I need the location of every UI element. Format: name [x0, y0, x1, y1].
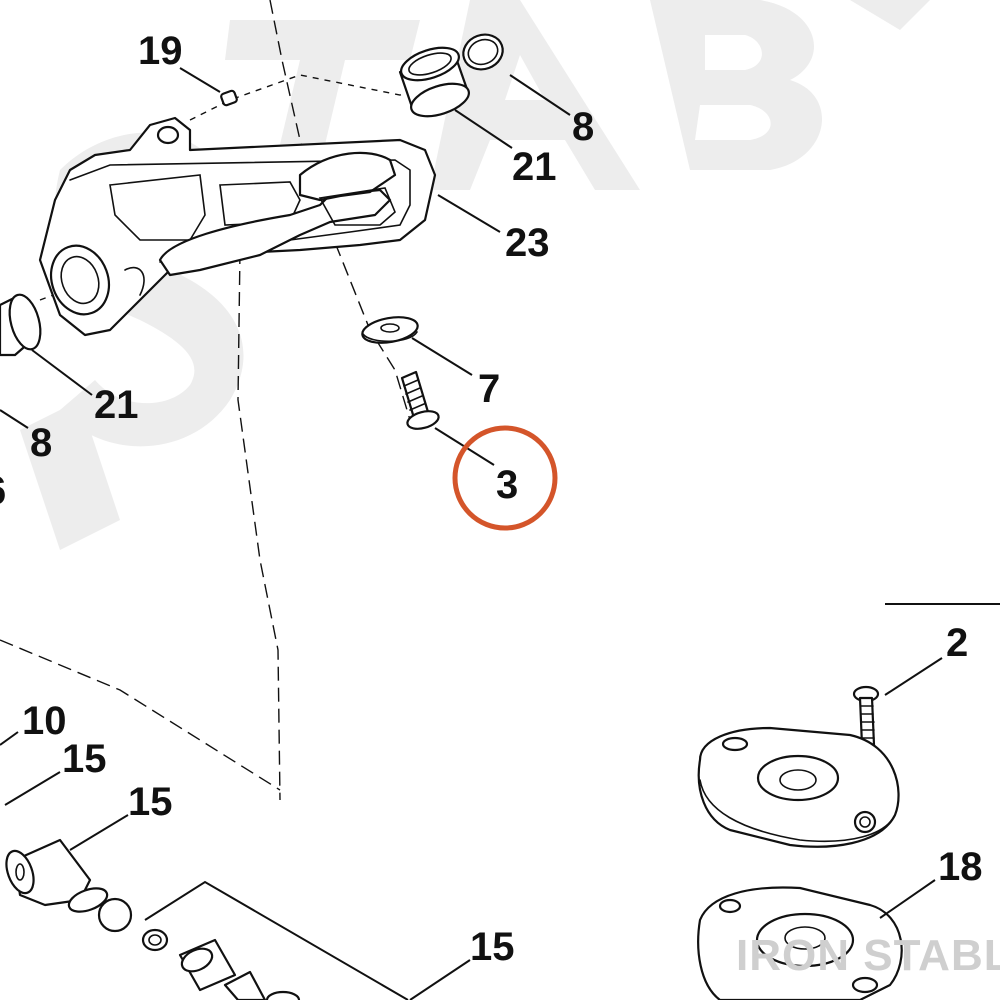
callout-2: 2: [946, 621, 968, 665]
reservoir-cover: [697, 726, 900, 848]
screw-part-3: [400, 370, 440, 430]
callout-8-left: 8: [30, 421, 52, 465]
callout-19: 19: [138, 29, 183, 73]
callout-15-c: 15: [470, 925, 515, 969]
callout-15-a: 15: [62, 737, 107, 781]
callout-7: 7: [478, 367, 500, 411]
leader-lines: [0, 67, 1000, 1000]
callout-labels: 19 8 21 23 7 3 21 8 6 10 15 15 15 2 18: [0, 29, 983, 969]
bushing-part-21-left: [0, 293, 42, 357]
gasket-part-18: [697, 886, 903, 1000]
callout-23: 23: [505, 221, 550, 265]
bushing-part-21-top: [398, 46, 470, 118]
callout-21-left: 21: [94, 383, 139, 427]
callout-18: 18: [938, 845, 983, 889]
highlight-circle: [452, 425, 558, 531]
washer-part-7: [361, 316, 419, 344]
shift-lever-part-23: [38, 116, 437, 337]
set-screw-part-19: [220, 89, 238, 107]
callout-10: 10: [22, 699, 67, 743]
screw-part-2: [852, 685, 880, 747]
callout-15-b: 15: [128, 780, 173, 824]
watermark-text: IRON STABLE: [736, 931, 1000, 980]
shift-linkage-parts-15: [5, 838, 301, 1000]
o-ring-part-8-top: [462, 33, 504, 71]
callout-21-top: 21: [512, 145, 557, 189]
callout-6-partial: 6: [0, 469, 6, 513]
callout-3: 3: [496, 463, 518, 507]
callout-8-top: 8: [572, 105, 594, 149]
